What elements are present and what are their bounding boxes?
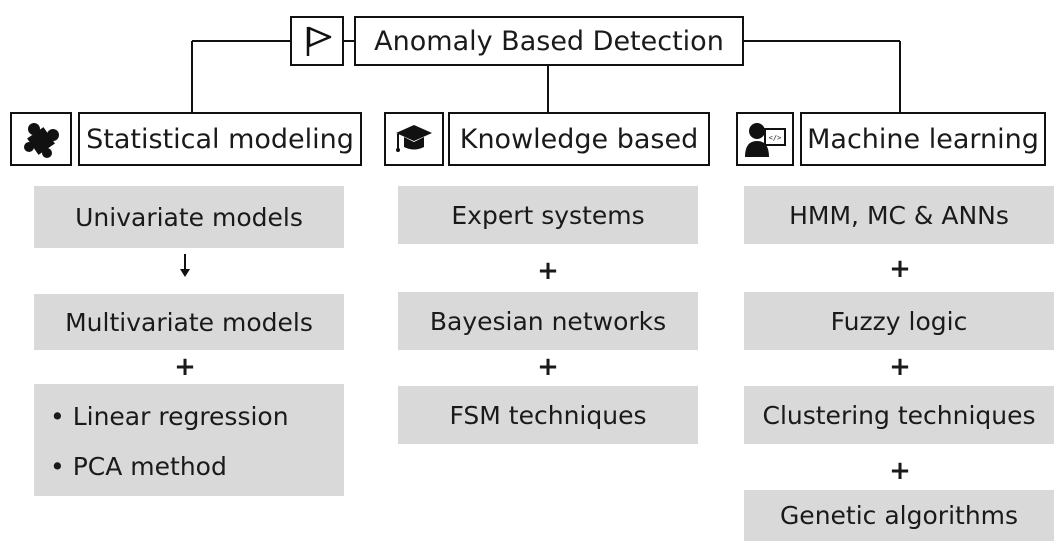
plus-sign: + xyxy=(889,352,911,382)
programmer-icon: </> xyxy=(745,123,786,157)
methods-list-box: • Linear regression • PCA method xyxy=(34,384,344,496)
flag-icon xyxy=(306,26,332,56)
flag-icon-box xyxy=(290,16,344,66)
expert-systems-box: Expert systems xyxy=(398,186,698,244)
multivariate-models-label: Multivariate models xyxy=(65,307,313,337)
knowledge-icon-box xyxy=(384,112,444,166)
fsm-techniques-box: FSM techniques xyxy=(398,386,698,444)
clustering-techniques-label: Clustering techniques xyxy=(762,400,1036,430)
clustering-techniques-box: Clustering techniques xyxy=(744,386,1054,444)
fuzzy-logic-label: Fuzzy logic xyxy=(830,306,968,336)
plus-sign: + xyxy=(537,256,559,286)
statistical-header-box: Statistical modeling xyxy=(78,112,362,166)
plus-sign: + xyxy=(889,456,911,486)
fsm-techniques-label: FSM techniques xyxy=(449,400,647,430)
multivariate-models-box: Multivariate models xyxy=(34,294,344,350)
machine-header-box: Machine learning xyxy=(800,112,1046,166)
linear-regression-label: Linear regression xyxy=(72,402,289,431)
hmm-mc-anns-box: HMM, MC & ANNs xyxy=(744,186,1054,244)
univariate-models-box: Univariate models xyxy=(34,186,344,248)
machine-icon-box: </> xyxy=(736,112,794,166)
statistical-icon-box xyxy=(10,112,72,166)
plus-sign: + xyxy=(537,352,559,382)
fuzzy-logic-box: Fuzzy logic xyxy=(744,292,1054,350)
pca-method-label: PCA method xyxy=(72,452,227,481)
graduation-cap-icon xyxy=(396,125,432,152)
list-item: • Linear regression xyxy=(50,398,344,448)
bullet-marker: • xyxy=(50,452,65,481)
down-arrow-icon xyxy=(180,254,190,277)
hmm-mc-anns-label: HMM, MC & ANNs xyxy=(789,200,1009,230)
plus-sign: + xyxy=(889,254,911,284)
root-title-box: Anomaly Based Detection xyxy=(354,16,744,66)
plus-sign: + xyxy=(174,352,196,382)
genetic-algorithms-box: Genetic algorithms xyxy=(744,490,1054,541)
bayesian-networks-box: Bayesian networks xyxy=(398,292,698,350)
statistical-header: Statistical modeling xyxy=(86,123,354,155)
bullet-marker: • xyxy=(50,402,65,431)
knowledge-header: Knowledge based xyxy=(459,123,699,155)
list-item: • PCA method xyxy=(50,448,344,498)
univariate-models-label: Univariate models xyxy=(75,202,303,232)
expert-systems-label: Expert systems xyxy=(451,200,645,230)
genetic-algorithms-label: Genetic algorithms xyxy=(779,501,1019,530)
machine-header: Machine learning xyxy=(807,123,1039,155)
knowledge-header-box: Knowledge based xyxy=(448,112,710,166)
puzzle-piece-icon xyxy=(24,123,59,158)
bayesian-networks-label: Bayesian networks xyxy=(429,306,667,336)
root-title: Anomaly Based Detection xyxy=(374,25,724,57)
svg-text:</>: </> xyxy=(769,134,782,142)
